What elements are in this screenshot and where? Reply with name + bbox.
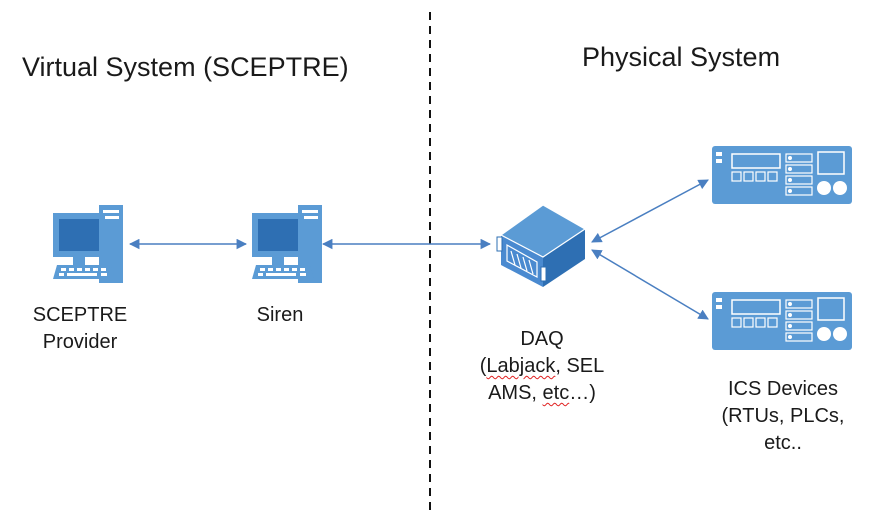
- arrow-daq-ics-top: [591, 179, 709, 243]
- virtual-system-heading: Virtual System (SCEPTRE): [22, 52, 349, 82]
- label-line: (RTUs, PLCs,: [721, 405, 845, 427]
- label-line: SCEPTRE: [32, 304, 128, 326]
- label-line: Provider: [42, 331, 118, 353]
- siren-label: Siren: [238, 302, 322, 329]
- daq-device-icon: [496, 204, 587, 287]
- label-line: DAQ: [520, 328, 564, 350]
- label-text-spellcheck: etc: [542, 382, 570, 404]
- label-text-spellcheck: Labjack: [486, 355, 556, 377]
- ics-device-icon: [712, 146, 852, 204]
- label-text: …): [569, 382, 596, 404]
- sceptre-provider-label: SCEPTRE Provider: [28, 302, 132, 356]
- label-text: , SEL: [555, 355, 605, 377]
- arrow-daq-ics-bottom: [591, 249, 709, 320]
- label-text: AMS,: [488, 382, 543, 404]
- daq-label: DAQ (Labjack, SEL AMS, etc…): [468, 326, 616, 407]
- physical-system-heading: Physical System: [582, 42, 781, 72]
- label-text: (: [479, 355, 487, 377]
- label-line: AMS, etc…): [468, 380, 616, 407]
- label-line: (Labjack, SEL: [468, 353, 616, 380]
- label-line: Siren: [256, 304, 304, 326]
- ics-devices-label: ICS Devices (RTUs, PLCs, etc..: [708, 376, 858, 457]
- computer-icon: [252, 205, 322, 283]
- label-line: etc..: [764, 432, 802, 454]
- label-line: ICS Devices: [727, 378, 839, 400]
- ics-device-icon: [712, 292, 852, 350]
- computer-icon: [53, 205, 123, 283]
